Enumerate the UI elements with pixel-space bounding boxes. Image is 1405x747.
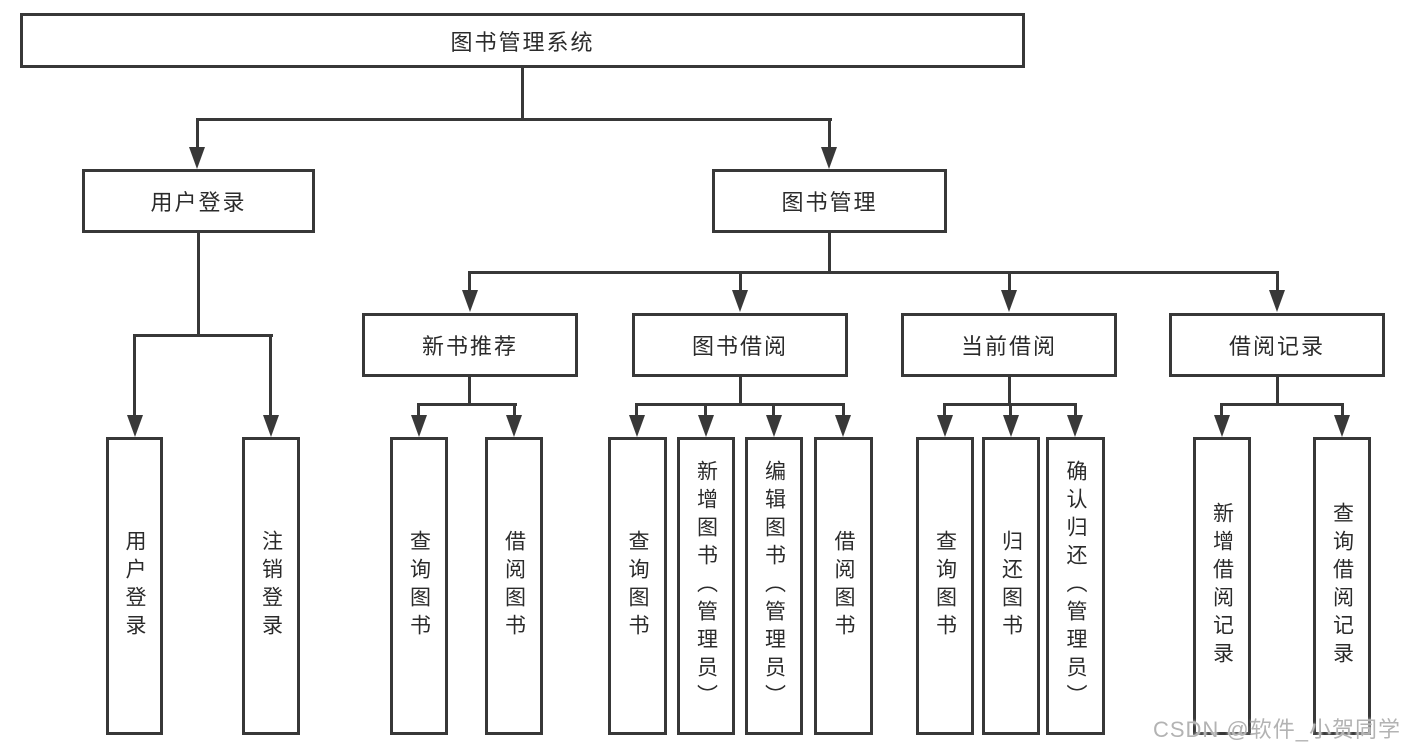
- arrow-down-icon: [629, 415, 645, 437]
- connector: [842, 403, 845, 416]
- arrow-down-icon: [263, 415, 279, 437]
- connector: [943, 403, 946, 416]
- leaf-records-query: 查询借阅记录: [1313, 437, 1371, 735]
- node-new-books-label: 新书推荐: [421, 334, 518, 359]
- connector: [704, 403, 707, 416]
- arrow-down-icon: [1334, 415, 1350, 437]
- connector: [739, 377, 742, 406]
- connector: [1220, 403, 1223, 416]
- connector: [1008, 377, 1011, 406]
- connector: [513, 403, 516, 416]
- leaf-new-query-books-label: 查询图书: [407, 530, 431, 642]
- leaf-records-add-label: 新增借阅记录: [1210, 502, 1234, 670]
- node-user-login: 用户登录: [82, 169, 315, 233]
- node-root: 图书管理系统: [20, 13, 1025, 68]
- node-book-management: 图书管理: [712, 169, 947, 233]
- leaf-new-query-books: 查询图书: [390, 437, 448, 735]
- leaf-records-query-label: 查询借阅记录: [1330, 502, 1354, 670]
- connector: [1220, 403, 1344, 406]
- leaf-current-query-books: 查询图书: [916, 437, 974, 735]
- connector: [739, 271, 742, 291]
- connector: [417, 403, 517, 406]
- leaf-current-return-books: 归还图书: [982, 437, 1040, 735]
- connector: [468, 271, 1279, 274]
- leaf-borrow-borrow-books-label: 借阅图书: [832, 530, 855, 642]
- arrow-down-icon: [766, 415, 782, 437]
- connector: [772, 403, 775, 416]
- connector: [468, 377, 471, 406]
- arrow-down-icon: [127, 415, 143, 437]
- watermark: CSDN @软件_小贺同学: [1152, 717, 1401, 742]
- arrow-down-icon: [732, 290, 748, 312]
- arrow-down-icon: [1269, 290, 1285, 312]
- leaf-logout-label: 注销登录: [259, 530, 283, 642]
- leaf-borrow-edit-books-label: 编辑图书（管理员）: [762, 460, 786, 712]
- leaf-current-return-books-label: 归还图书: [999, 530, 1023, 642]
- leaf-current-confirm-return-label: 确认归还（管理员）: [1064, 460, 1087, 712]
- leaf-user-login-label: 用户登录: [123, 530, 146, 642]
- node-book-management-label: 图书管理: [781, 190, 878, 215]
- connector: [133, 334, 136, 416]
- connector: [635, 403, 638, 416]
- leaf-current-confirm-return: 确认归还（管理员）: [1046, 437, 1105, 735]
- arrow-down-icon: [462, 290, 478, 312]
- node-current-borrow: 当前借阅: [901, 313, 1117, 377]
- connector: [1009, 403, 1012, 416]
- arrow-down-icon: [937, 415, 953, 437]
- arrow-down-icon: [821, 147, 837, 169]
- connector: [1276, 271, 1279, 291]
- connector: [417, 403, 420, 416]
- node-borrow-records-label: 借阅记录: [1228, 334, 1325, 359]
- leaf-user-login: 用户登录: [106, 437, 163, 735]
- connector: [1074, 403, 1077, 416]
- connector: [196, 118, 832, 121]
- connector: [828, 233, 831, 274]
- leaf-borrow-add-books: 新增图书（管理员）: [677, 437, 735, 735]
- node-book-borrow: 图书借阅: [632, 313, 848, 377]
- connector: [196, 118, 199, 150]
- arrow-down-icon: [1067, 415, 1083, 437]
- connector: [828, 118, 831, 150]
- arrow-down-icon: [698, 415, 714, 437]
- node-borrow-records: 借阅记录: [1169, 313, 1385, 377]
- leaf-borrow-query-books: 查询图书: [608, 437, 667, 735]
- arrow-down-icon: [1001, 290, 1017, 312]
- node-user-login-label: 用户登录: [150, 190, 247, 215]
- leaf-current-query-books-label: 查询图书: [933, 530, 957, 642]
- connector: [133, 334, 273, 337]
- connector: [1008, 271, 1011, 291]
- leaf-new-borrow-books-label: 借阅图书: [502, 530, 526, 642]
- connector: [521, 68, 524, 121]
- node-root-label: 图书管理系统: [450, 29, 595, 55]
- arrow-down-icon: [189, 147, 205, 169]
- leaf-borrow-query-books-label: 查询图书: [626, 530, 649, 642]
- connector: [1276, 377, 1279, 406]
- leaf-borrow-add-books-label: 新增图书（管理员）: [694, 460, 718, 712]
- leaf-logout: 注销登录: [242, 437, 300, 735]
- leaf-borrow-borrow-books: 借阅图书: [814, 437, 873, 735]
- connector: [468, 271, 471, 291]
- connector: [635, 403, 845, 406]
- arrow-down-icon: [835, 415, 851, 437]
- arrow-down-icon: [411, 415, 427, 437]
- arrow-down-icon: [1003, 415, 1019, 437]
- leaf-new-borrow-books: 借阅图书: [485, 437, 543, 735]
- node-new-books: 新书推荐: [362, 313, 578, 377]
- leaf-borrow-edit-books: 编辑图书（管理员）: [745, 437, 803, 735]
- connector: [269, 334, 272, 416]
- connector: [197, 233, 200, 337]
- node-book-borrow-label: 图书借阅: [691, 334, 788, 359]
- connector: [1341, 403, 1344, 416]
- arrow-down-icon: [1214, 415, 1230, 437]
- node-current-borrow-label: 当前借阅: [960, 334, 1057, 359]
- arrow-down-icon: [506, 415, 522, 437]
- leaf-records-add: 新增借阅记录: [1193, 437, 1251, 735]
